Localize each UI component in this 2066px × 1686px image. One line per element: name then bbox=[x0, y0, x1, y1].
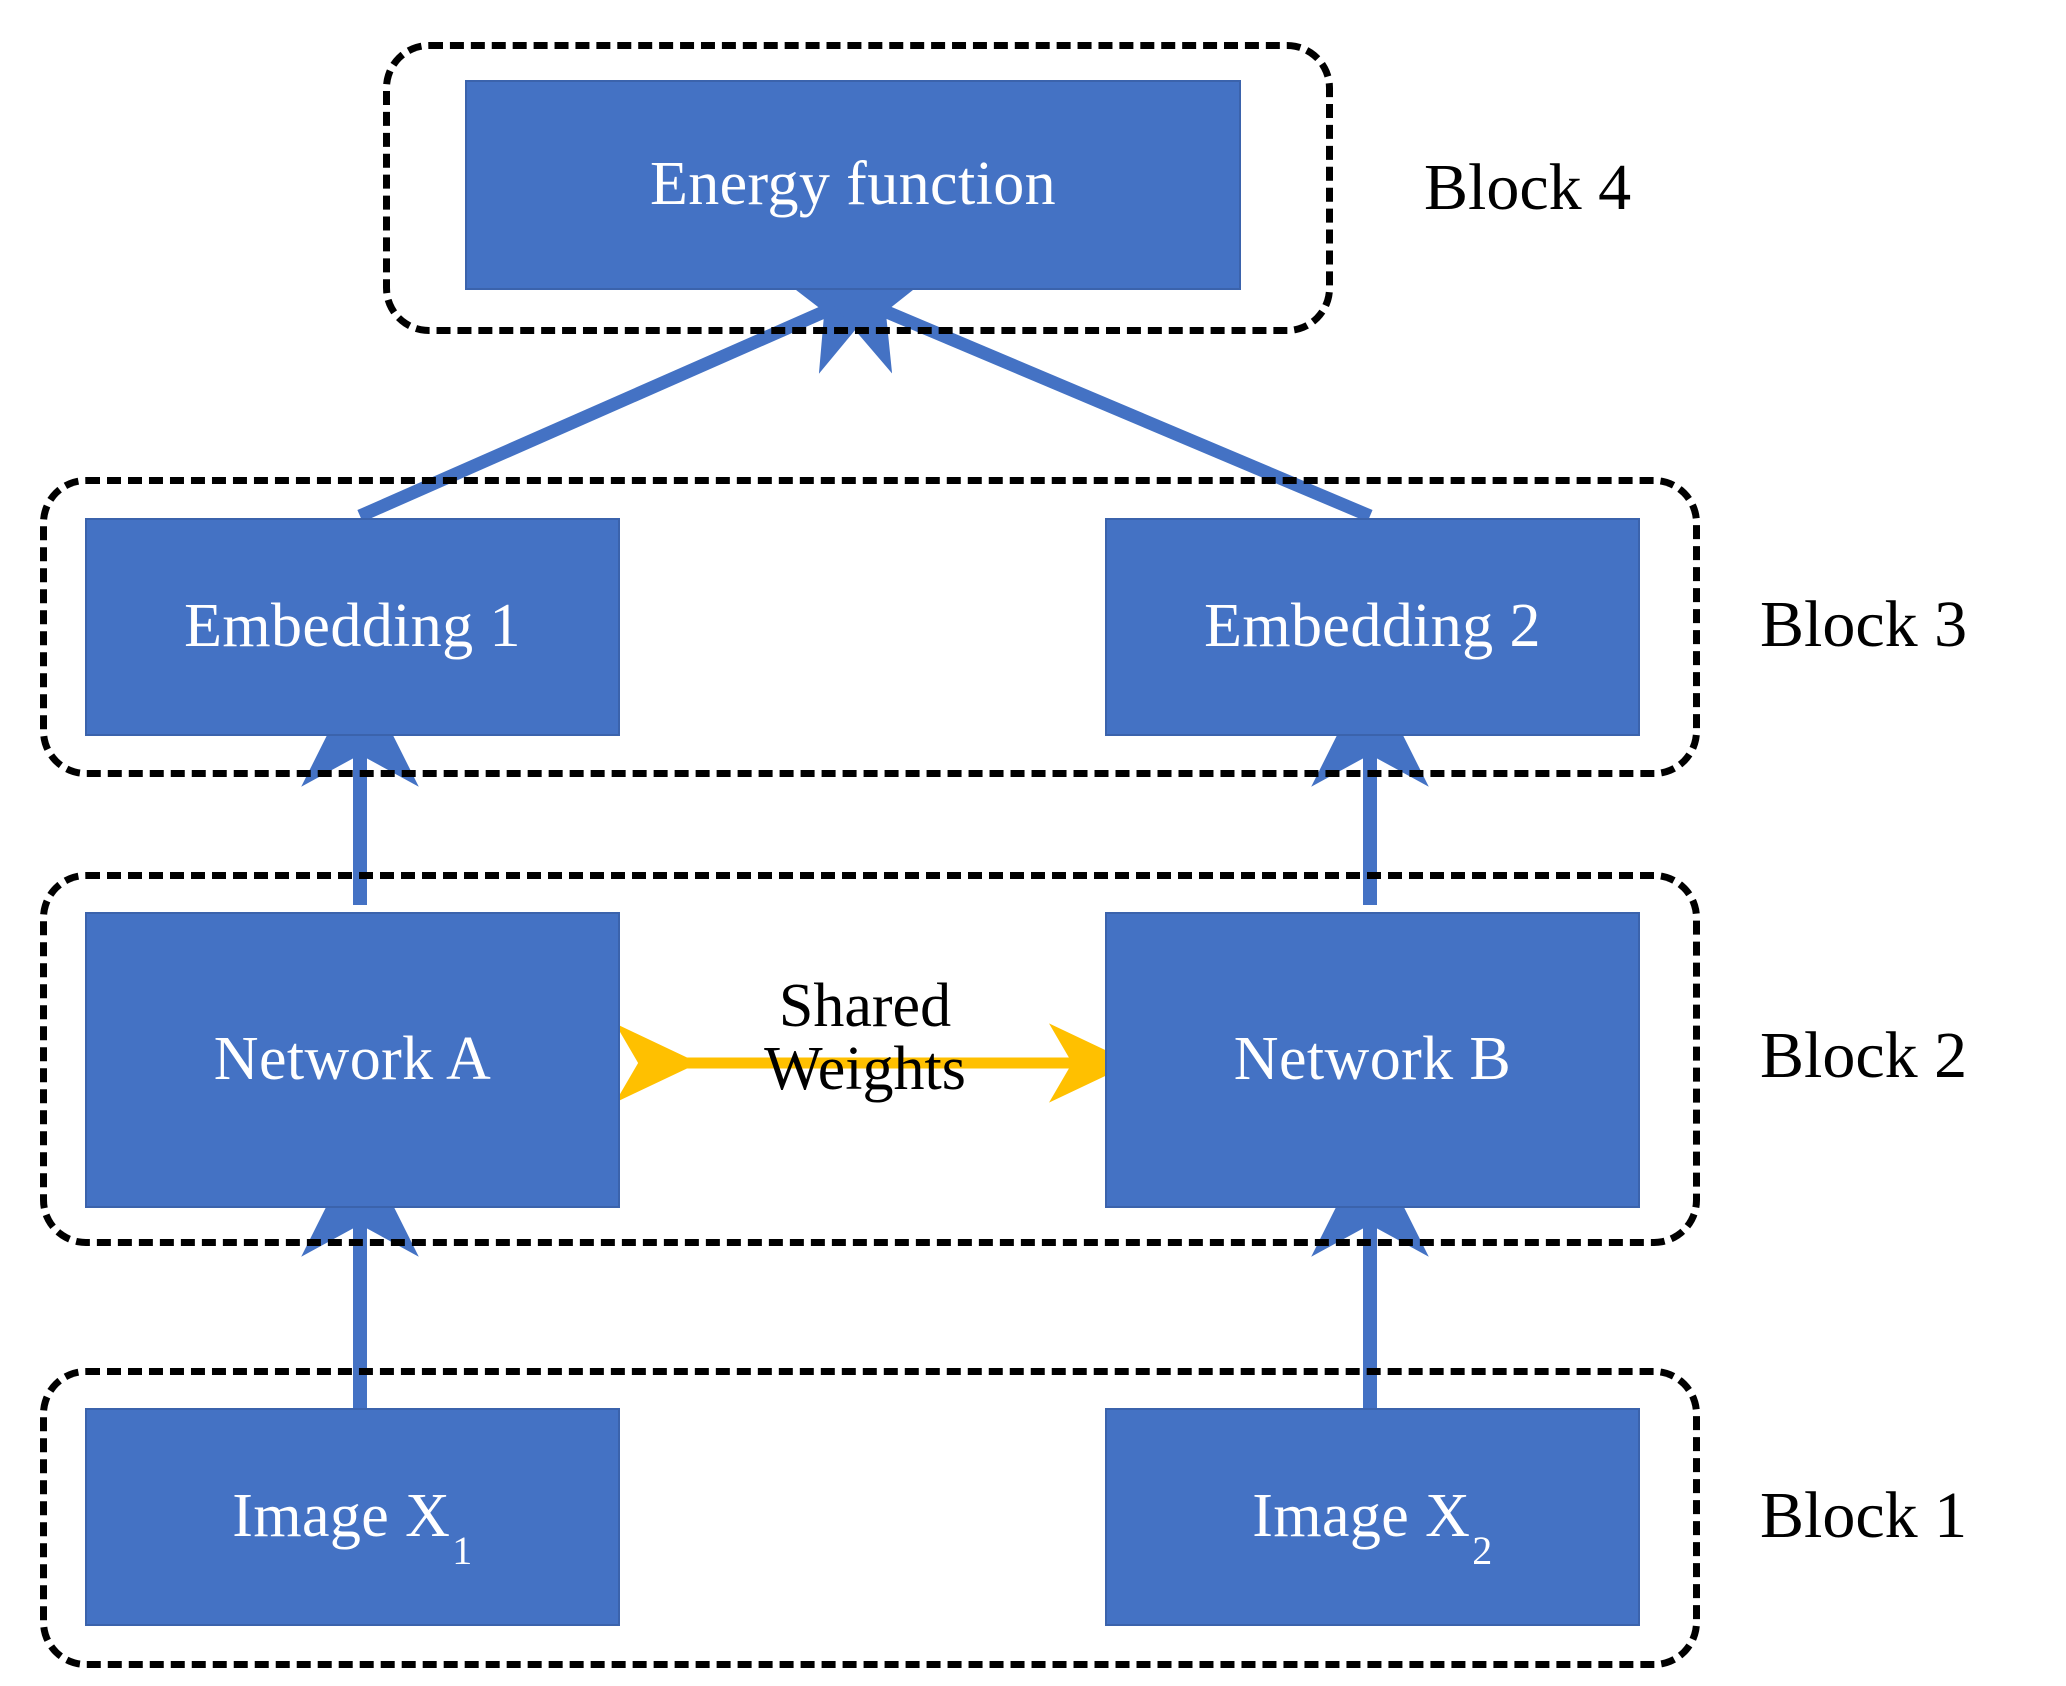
block-2-frame bbox=[40, 872, 1700, 1246]
node-embedding-2[interactable]: Embedding 2 bbox=[1105, 518, 1640, 736]
node-image-x2-label: Image X2 bbox=[1252, 1482, 1492, 1570]
block-3-frame bbox=[40, 477, 1700, 777]
node-network-b[interactable]: Network B bbox=[1105, 912, 1640, 1208]
node-network-a-label: Network A bbox=[213, 1025, 492, 1094]
node-image-x2[interactable]: Image X2 bbox=[1105, 1408, 1640, 1626]
block-1-frame bbox=[40, 1368, 1700, 1668]
block-4-label: Block 4 bbox=[1424, 151, 1632, 224]
shared-weights-label: Shared Weights bbox=[648, 972, 1082, 1104]
node-image-x1-label: Image X1 bbox=[232, 1482, 472, 1570]
node-energy-function-label: Energy function bbox=[649, 150, 1057, 219]
node-image-x1[interactable]: Image X1 bbox=[85, 1408, 620, 1626]
node-image-x2-base: Image X bbox=[1252, 1482, 1471, 1551]
block-1-label: Block 1 bbox=[1760, 1479, 1968, 1552]
node-image-x1-base: Image X bbox=[232, 1482, 451, 1551]
node-network-a[interactable]: Network A bbox=[85, 912, 620, 1208]
node-image-x2-subscript: 2 bbox=[1472, 1527, 1493, 1573]
shared-weights-line-2: Weights bbox=[764, 1035, 966, 1104]
node-image-x1-subscript: 1 bbox=[452, 1527, 473, 1573]
node-embedding-1-label: Embedding 1 bbox=[184, 592, 521, 661]
node-embedding-1[interactable]: Embedding 1 bbox=[85, 518, 620, 736]
node-embedding-2-label: Embedding 2 bbox=[1204, 592, 1541, 661]
block-4-frame bbox=[383, 42, 1333, 334]
node-network-b-label: Network B bbox=[1233, 1025, 1512, 1094]
block-2-label: Block 2 bbox=[1760, 1019, 1968, 1092]
block-3-label: Block 3 bbox=[1760, 588, 1968, 661]
shared-weights-line-1: Shared bbox=[778, 972, 952, 1040]
node-energy-function[interactable]: Energy function bbox=[465, 80, 1241, 290]
